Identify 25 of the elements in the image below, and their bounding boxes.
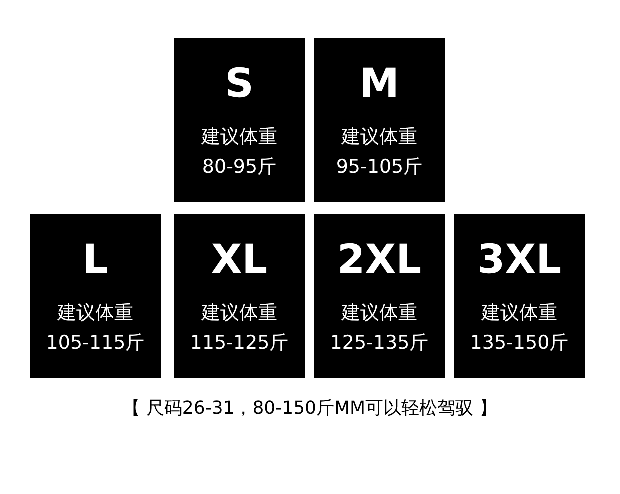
size-box bbox=[314, 214, 445, 378]
size-box bbox=[30, 214, 161, 378]
caption-text: 【 尺码26-31，80-150斤MM可以轻松驾驭 】 bbox=[122, 397, 498, 420]
weight-range: 115-125斤 bbox=[190, 332, 289, 354]
weight-range: 80-95斤 bbox=[202, 156, 277, 178]
weight-range: 105-115斤 bbox=[46, 332, 145, 354]
weight-heading: 建议体重 bbox=[482, 302, 558, 324]
weight-range: 95-105斤 bbox=[336, 156, 423, 178]
size-label: 3XL bbox=[477, 237, 562, 283]
size-box bbox=[314, 38, 445, 202]
size-label: L bbox=[82, 237, 108, 283]
weight-heading: 建议体重 bbox=[58, 302, 134, 324]
weight-range: 135-150斤 bbox=[470, 332, 569, 354]
weight-heading: 建议体重 bbox=[342, 302, 418, 324]
weight-heading: 建议体重 bbox=[202, 302, 278, 324]
size-label: 2XL bbox=[337, 237, 422, 283]
size-label: XL bbox=[211, 237, 268, 283]
size-label: M bbox=[360, 61, 400, 107]
size-box bbox=[454, 214, 585, 378]
weight-heading: 建议体重 bbox=[342, 126, 418, 148]
weight-range: 125-135斤 bbox=[330, 332, 429, 354]
size-box bbox=[174, 38, 305, 202]
size-box bbox=[174, 214, 305, 378]
weight-heading: 建议体重 bbox=[202, 126, 278, 148]
size-label: S bbox=[225, 61, 254, 107]
